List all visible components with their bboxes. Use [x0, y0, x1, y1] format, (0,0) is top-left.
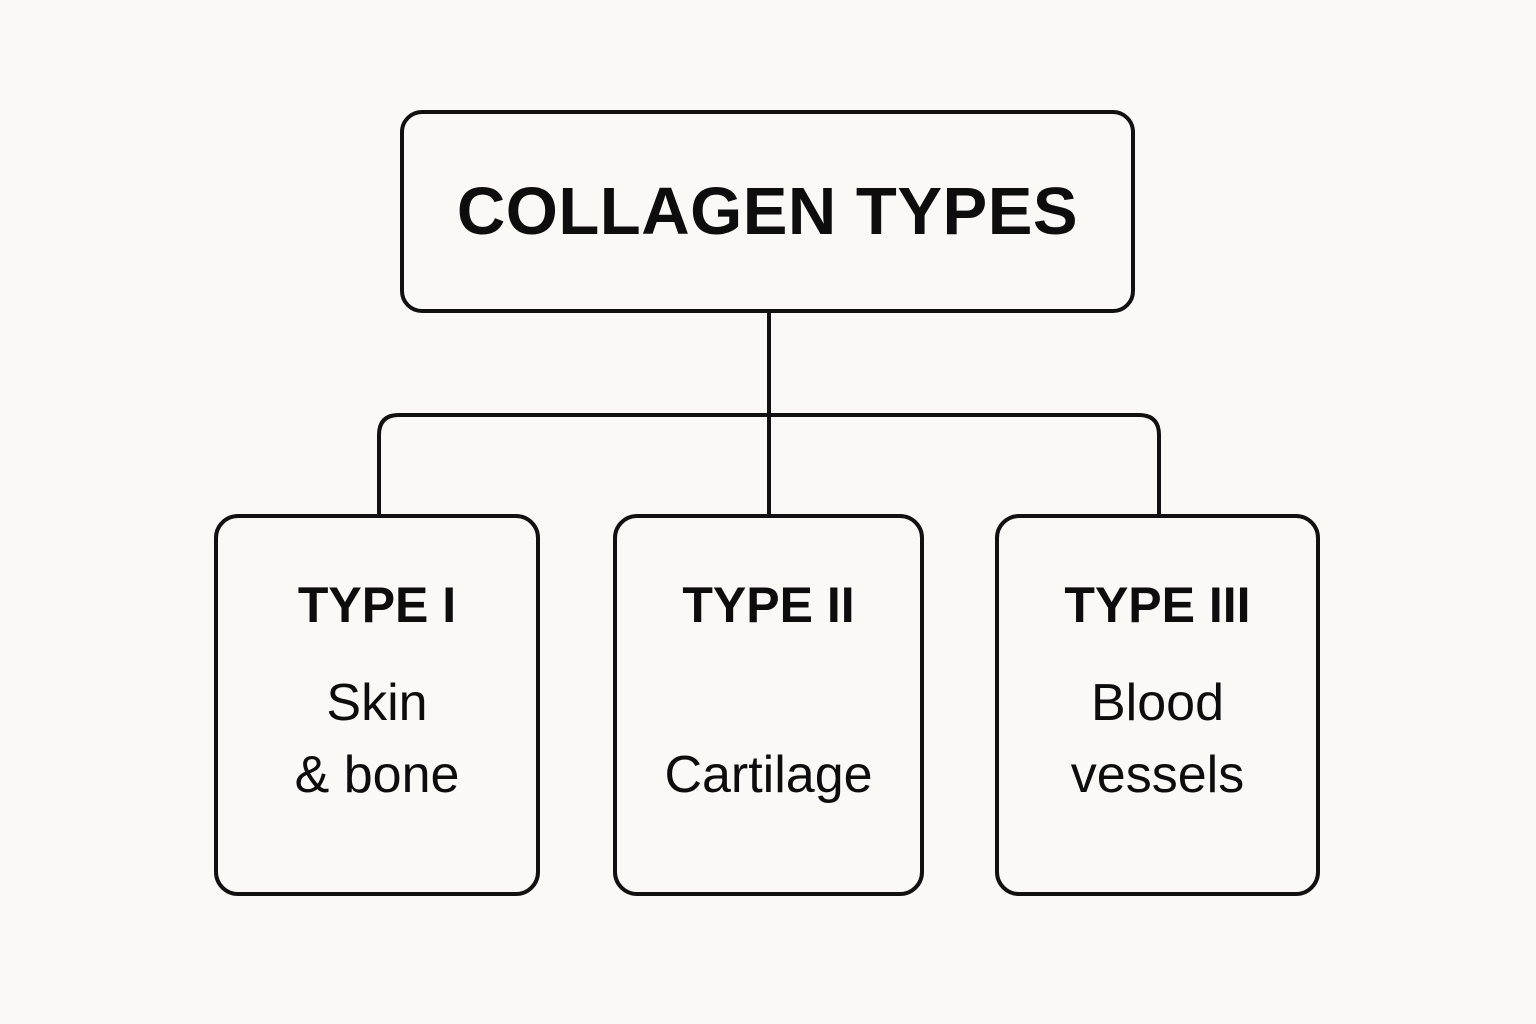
root-title: COLLAGEN TYPES: [456, 174, 1079, 249]
node-type-i-title: TYPE I: [297, 577, 457, 633]
node-type-iii-title: TYPE III: [1064, 577, 1251, 633]
node-type-i-body: Skin & bone: [295, 668, 460, 812]
node-type-iii-body-line-2: vessels: [1070, 745, 1245, 804]
node-type-ii-body-line-1: Cartilage: [664, 746, 873, 804]
connector-bus-right: [769, 413, 1161, 514]
node-type-ii-body: Cartilage: [664, 740, 872, 812]
node-type-iii-body: Blood vessels: [1071, 668, 1244, 812]
node-type-ii: TYPE II Cartilage: [613, 514, 924, 896]
node-type-i: TYPE I Skin & bone: [214, 514, 540, 896]
node-type-iii: TYPE III Blood vessels: [995, 514, 1320, 896]
node-type-ii-title: TYPE II: [682, 577, 855, 633]
node-type-iii-body-line-1: Blood: [1091, 674, 1224, 732]
node-type-i-body-line-2: & bone: [294, 745, 460, 804]
connector-bus-left: [377, 413, 769, 514]
node-type-i-body-line-1: Skin: [326, 674, 428, 732]
node-root: COLLAGEN TYPES: [400, 110, 1135, 313]
